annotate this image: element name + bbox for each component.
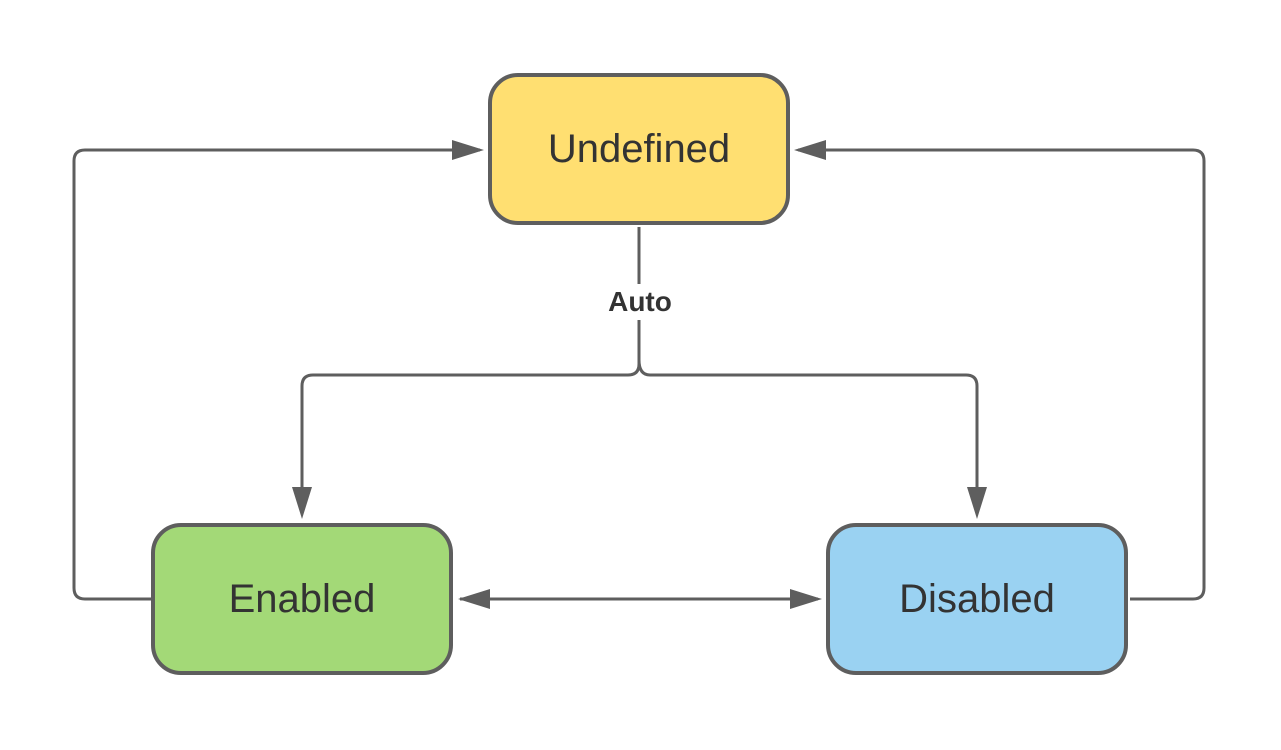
arrowhead-enabled-right	[458, 589, 490, 609]
state-node-enabled[interactable]: Enabled	[151, 523, 453, 675]
arrowhead-disabled-top	[967, 487, 987, 519]
arrowhead-disabled-left	[790, 589, 822, 609]
state-label-undefined: Undefined	[547, 126, 731, 171]
edge-undefined-to-disabled	[637, 359, 979, 514]
state-label-enabled: Enabled	[228, 576, 376, 621]
edge-undefined-to-enabled	[300, 227, 641, 514]
state-node-disabled[interactable]: Disabled	[826, 523, 1128, 675]
arrowhead-enabled-top	[292, 487, 312, 519]
edge-label-auto: Auto	[590, 284, 690, 320]
edge-enabled-to-undefined	[72, 148, 480, 601]
state-label-disabled: Disabled	[899, 576, 1055, 621]
arrowhead-undefined-left	[452, 140, 484, 160]
edge-disabled-to-undefined	[798, 148, 1206, 601]
state-node-undefined[interactable]: Undefined	[488, 73, 790, 225]
arrowhead-undefined-right	[794, 140, 826, 160]
